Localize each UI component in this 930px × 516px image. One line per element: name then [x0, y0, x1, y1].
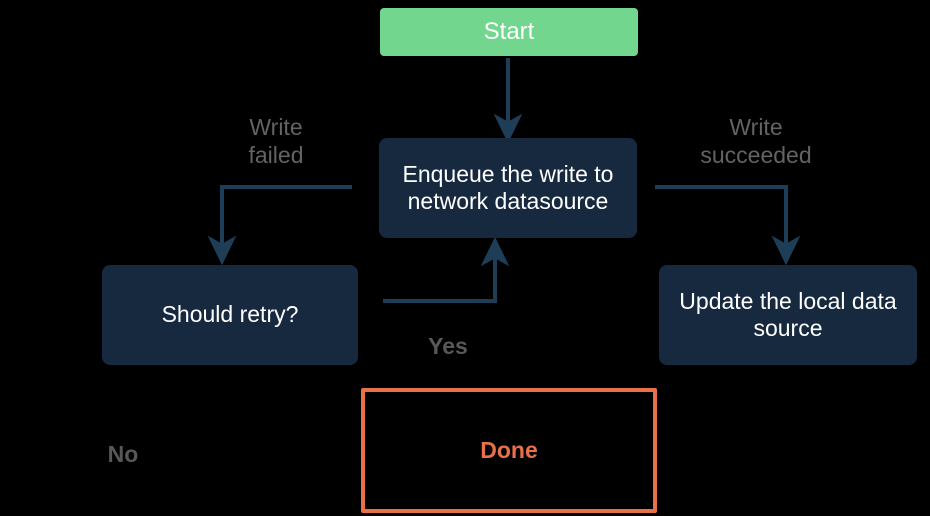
node-update-local-label: Update the local data source	[679, 287, 897, 341]
node-done-label: Done	[480, 436, 538, 463]
node-enqueue[interactable]: Enqueue the write to network datasource	[379, 138, 637, 238]
node-start-label: Start	[483, 17, 535, 45]
edge-label-no: No	[107, 441, 139, 467]
edge-label-write-succeeded: Write succeeded	[700, 114, 812, 169]
node-should-retry[interactable]: Should retry?	[102, 265, 358, 365]
node-start[interactable]: Start	[380, 8, 638, 56]
edge-label-yes: Yes	[428, 333, 468, 359]
node-done[interactable]: Done	[361, 388, 657, 513]
node-update-local[interactable]: Update the local data source	[659, 265, 917, 365]
node-should-retry-label: Should retry?	[161, 301, 299, 328]
edge-enqueue-to-update-local	[655, 185, 801, 266]
edge-label-write-failed: Write failed	[248, 114, 304, 169]
node-enqueue-label: Enqueue the write to network datasource	[402, 160, 614, 214]
edge-enqueue-to-should-retry	[207, 185, 352, 266]
edge-should-retry-to-enqueue	[383, 236, 510, 303]
